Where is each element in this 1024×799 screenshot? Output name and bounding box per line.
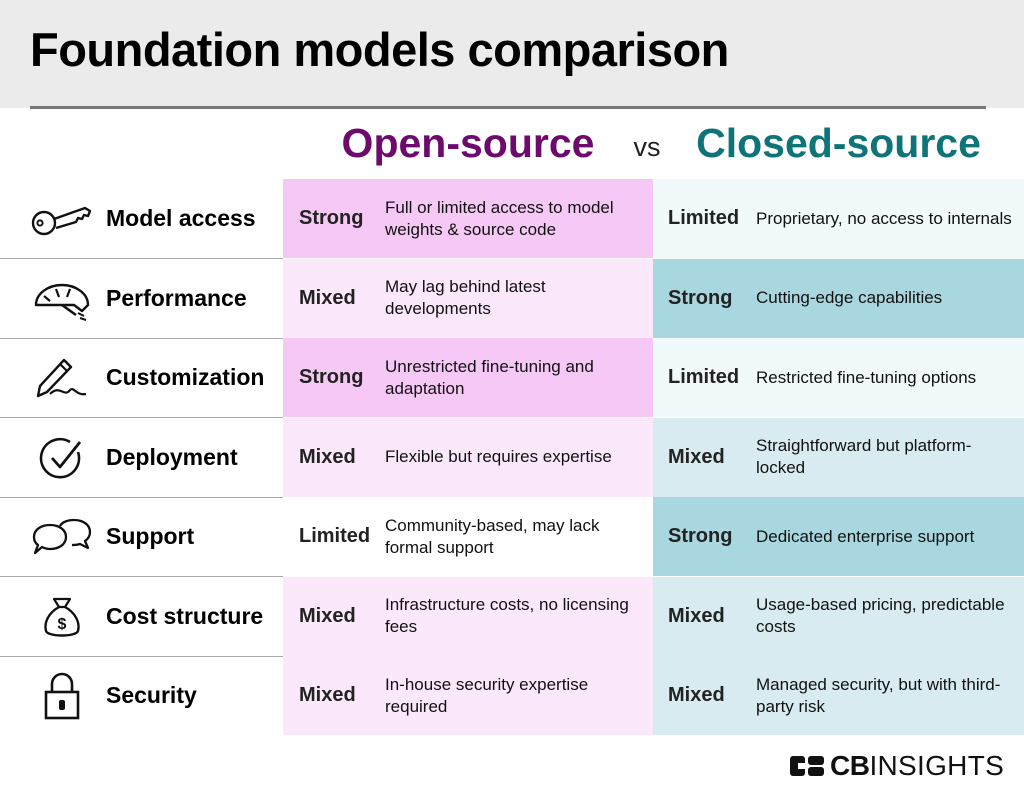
closed-source-cell: Mixed Usage-based pricing, predictable co… [653, 576, 1024, 656]
row-divider [0, 417, 283, 418]
row-label: Cost structure [106, 602, 264, 629]
row-divider [0, 496, 283, 498]
key-icon [30, 195, 94, 243]
open-source-cell: Mixed May lag behind latest developments [283, 258, 653, 338]
row-label: Deployment [106, 443, 238, 470]
closed-source-description: Cutting-edge capabilities [756, 288, 943, 307]
open-source-description: Infrastructure costs, no licensing fees [385, 595, 629, 636]
chat-bubbles-icon [32, 518, 92, 555]
open-source-rating: Mixed [299, 604, 356, 627]
open-source-description: Unrestricted fine-tuning and adaptation [385, 356, 594, 398]
header-divider [30, 106, 986, 109]
pencil-icon [30, 354, 94, 402]
chat-bubbles-icon [30, 513, 94, 561]
table-row: Deployment Mixed Flexible but requires exp… [0, 417, 1024, 498]
row-divider [0, 576, 283, 577]
open-source-description: Full or limited access to model weights … [385, 197, 614, 239]
padlock-icon [30, 672, 94, 720]
column-heading-open-source: Open-source [341, 120, 595, 166]
closed-source-rating: Mixed [668, 684, 725, 706]
open-source-description: Community-based, may lack formal support [385, 515, 600, 557]
closed-source-rating: Limited [668, 366, 740, 388]
open-source-rating: Mixed [299, 286, 356, 309]
row-divider [0, 655, 283, 657]
table-row: Support Limited Community-based, may lack … [0, 497, 1024, 577]
closed-source-description: Restricted fine-tuning options [756, 367, 977, 387]
open-source-cell: Mixed Infrastructure costs, no licensing … [283, 576, 653, 656]
column-heading-closed-source: Closed-source [696, 120, 981, 166]
cb-insights-logo-mark-icon [790, 756, 824, 776]
table-row: Customization Strong Unrestricted fine-tun… [0, 338, 1024, 418]
open-source-description: Flexible but requires expertise [385, 447, 612, 466]
speedometer-icon [34, 283, 90, 321]
open-source-rating: Mixed [299, 445, 356, 468]
open-source-description: May lag behind latest developments [385, 277, 546, 318]
check-circle-icon [39, 437, 82, 478]
row-label: Security [106, 682, 197, 708]
padlock-icon [44, 672, 80, 720]
row-label: Customization [106, 364, 265, 390]
closed-source-cell: Mixed Straightforward but platform-locked [653, 417, 1024, 497]
closed-source-rating: Strong [668, 286, 733, 309]
table-row: Model access Strong Full or limited access… [0, 179, 1024, 259]
closed-source-rating: Limited [668, 207, 740, 229]
row-divider [0, 337, 283, 339]
table-row: Security Mixed In-house security expertise… [0, 656, 1024, 736]
closed-source-rating: Mixed [668, 445, 725, 468]
svg-text:$: $ [58, 616, 67, 633]
open-source-rating: Limited [299, 525, 371, 547]
closed-source-cell: Mixed Managed security, but with third-pa… [653, 656, 1024, 735]
key-icon [31, 206, 92, 236]
pencil-icon [36, 358, 87, 398]
row-label: Performance [106, 284, 247, 311]
table-row: $ Cost structure Mixed Infrastructure costs… [0, 576, 1024, 657]
open-source-cell: Limited Community-based, may lack formal … [283, 497, 653, 576]
logo-text-insights: INSIGHTS [869, 750, 1005, 781]
versus-label: vs [633, 132, 661, 162]
header-band [0, 0, 1024, 108]
closed-source-description: Managed security, but with third-party r… [756, 674, 1001, 716]
closed-source-cell: Strong Cutting-edge capabilities [653, 258, 1024, 338]
closed-source-description: Straightforward but platform-locked [756, 436, 972, 477]
closed-source-cell: Strong Dedicated enterprise support [653, 497, 1024, 576]
speedometer-icon [30, 275, 94, 323]
closed-source-description: Usage-based pricing, predictable costs [756, 595, 1005, 636]
open-source-rating: Strong [299, 366, 364, 388]
open-source-cell: Strong Unrestricted fine-tuning and adapt… [283, 338, 653, 417]
closed-source-rating: Strong [668, 525, 733, 547]
closed-source-cell: Limited Restricted fine-tuning options [653, 338, 1024, 417]
row-divider [0, 258, 283, 259]
open-source-description: In-house security expertise required [385, 674, 589, 716]
open-source-rating: Strong [299, 207, 364, 229]
money-bag-icon: $ [30, 593, 94, 641]
row-label: Support [106, 523, 195, 549]
open-source-cell: Mixed In-house security expertise require… [283, 656, 653, 735]
table-row: Performance Mixed May lag behind latest de… [0, 258, 1024, 339]
page-title: Foundation models comparison [30, 23, 729, 76]
cb-insights-logo: CB INSIGHTS [790, 750, 1005, 781]
open-source-cell: Mixed Flexible but requires expertise [283, 417, 653, 497]
open-source-cell: Strong Full or limited access to model we… [283, 179, 653, 258]
closed-source-cell: Limited Proprietary, no access to interna… [653, 179, 1024, 258]
closed-source-description: Proprietary, no access to internals [756, 208, 1012, 228]
open-source-rating: Mixed [299, 684, 356, 706]
closed-source-rating: Mixed [668, 604, 725, 627]
row-label: Model access [106, 205, 256, 231]
check-circle-icon [30, 434, 94, 482]
closed-source-description: Dedicated enterprise support [756, 526, 975, 546]
money-bag-icon: $ [44, 597, 80, 637]
logo-text-cb: CB [830, 750, 870, 781]
